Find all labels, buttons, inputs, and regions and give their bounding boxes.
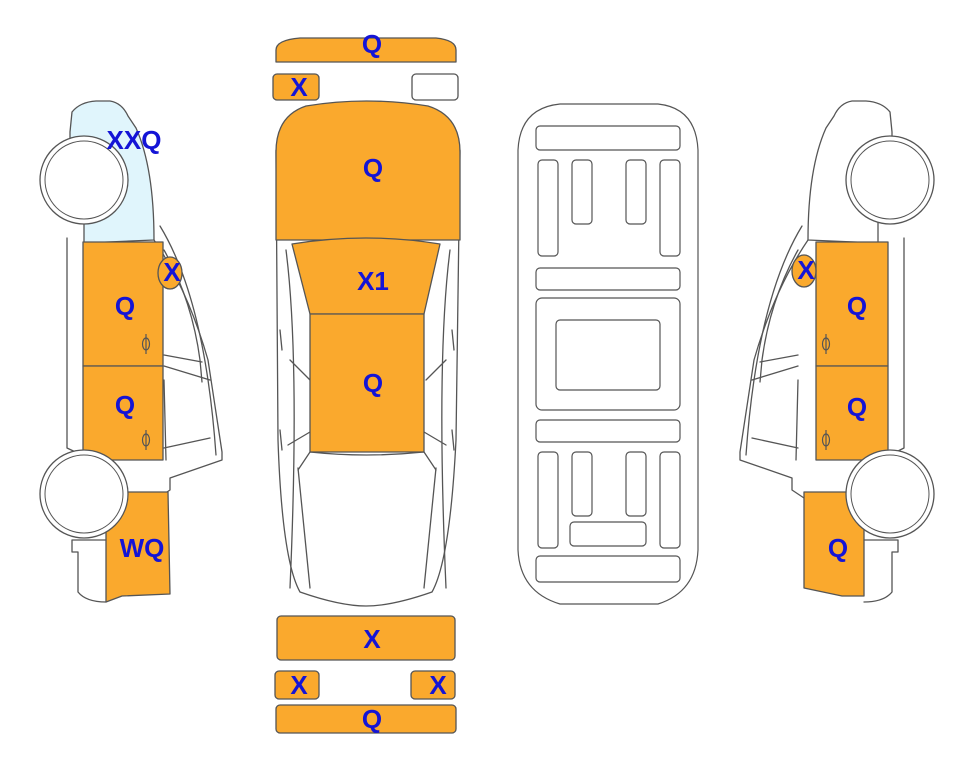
right-front-door-label: Q [847, 291, 867, 321]
right-rear-wheel-rim [850, 454, 930, 534]
right-rear-bumper-outline [863, 539, 899, 603]
left-rear-door-panel[interactable] [82, 365, 164, 461]
left-front-door-label: Q [115, 291, 135, 321]
underbody-front-left-inner [571, 159, 593, 225]
right-front-wheel [845, 135, 935, 225]
front-bumper-panel[interactable] [275, 37, 457, 63]
left-front-fender-label: XXQ [107, 125, 162, 155]
top-body-outline [275, 149, 461, 607]
top-side-lines [279, 249, 455, 589]
right-window-lines [745, 225, 803, 461]
underbody-rear-right-inner [625, 451, 647, 517]
underbody-rear-right-rail [659, 451, 681, 549]
right-front-door-handle [821, 334, 831, 354]
front-left-part-label: X [290, 72, 308, 102]
roof-label: Q [363, 368, 383, 398]
underbody-outline [517, 103, 699, 605]
rear-right-part-label: X [429, 670, 447, 700]
windshield-label: X1 [357, 266, 389, 296]
front-left-part-panel[interactable] [272, 73, 320, 101]
left-rear-wheel-rim [44, 454, 124, 534]
left-mirror-label: X [163, 257, 181, 287]
left-quarter-label: WQ [120, 533, 165, 563]
left-rear-wheel [39, 449, 129, 539]
left-rear-bumper-outline [71, 539, 107, 603]
right-rear-door-panel[interactable] [815, 365, 889, 461]
left-rear-quarter-panel[interactable] [105, 491, 171, 603]
underbody-front-left-rail [537, 159, 559, 257]
front-bumper-label: Q [362, 29, 382, 59]
rear-bumper-top-label: X [363, 624, 381, 654]
hood-panel[interactable] [275, 100, 461, 241]
underbody-floor-pan [555, 319, 661, 391]
left-rear-door-label: Q [115, 390, 135, 420]
left-mirror-panel[interactable] [157, 256, 183, 290]
left-front-wheel-rim [44, 140, 124, 220]
underbody-front-right-inner [625, 159, 647, 225]
right-rear-wheel [845, 449, 935, 539]
right-rear-door-label: Q [847, 392, 867, 422]
underbody-front-right-rail [659, 159, 681, 257]
right-side-view: X Q Q Q [739, 100, 935, 603]
top-view: Q X Q X1 Q X X X Q [272, 29, 461, 734]
right-rear-door-handle [821, 430, 831, 450]
underbody-rear-left-rail [537, 451, 559, 549]
right-front-wheel-rim [850, 140, 930, 220]
left-front-wheel [39, 135, 129, 225]
underbody-mid-crossmember [535, 267, 681, 291]
underbody-rear-left-inner [571, 451, 593, 517]
underbody-front-crossmember [535, 125, 681, 151]
rear-left-part-panel[interactable] [274, 670, 320, 700]
rear-glass-outline [297, 451, 437, 471]
rear-bumper-bottom-label: Q [362, 704, 382, 734]
roof-panel[interactable] [309, 313, 425, 453]
right-mirror-label: X [797, 255, 815, 285]
right-front-fender-outline [807, 100, 893, 244]
underbody-view [517, 103, 699, 605]
hood-label: Q [363, 153, 383, 183]
underbody-rear-crossmember-2 [535, 555, 681, 583]
left-window-lines [159, 225, 217, 461]
right-mirror-panel[interactable] [791, 254, 817, 288]
underbody-floor-frame [535, 297, 681, 411]
left-side-view: XXQ X Q Q WQ [39, 100, 223, 603]
right-quarter-label: Q [828, 533, 848, 563]
left-front-door-handle [141, 334, 151, 354]
underbody-rear-panel [569, 521, 647, 547]
rear-right-part-panel[interactable] [410, 670, 456, 700]
rear-left-part-label: X [290, 670, 308, 700]
rear-bumper-bottom-panel[interactable] [275, 704, 457, 734]
front-right-part-outline [411, 73, 459, 101]
right-front-door-panel[interactable] [815, 241, 889, 367]
left-rear-door-handle [141, 430, 151, 450]
windshield-panel[interactable] [291, 237, 441, 315]
rear-bumper-top-panel[interactable] [276, 615, 456, 661]
underbody-rear-crossmember [535, 419, 681, 443]
